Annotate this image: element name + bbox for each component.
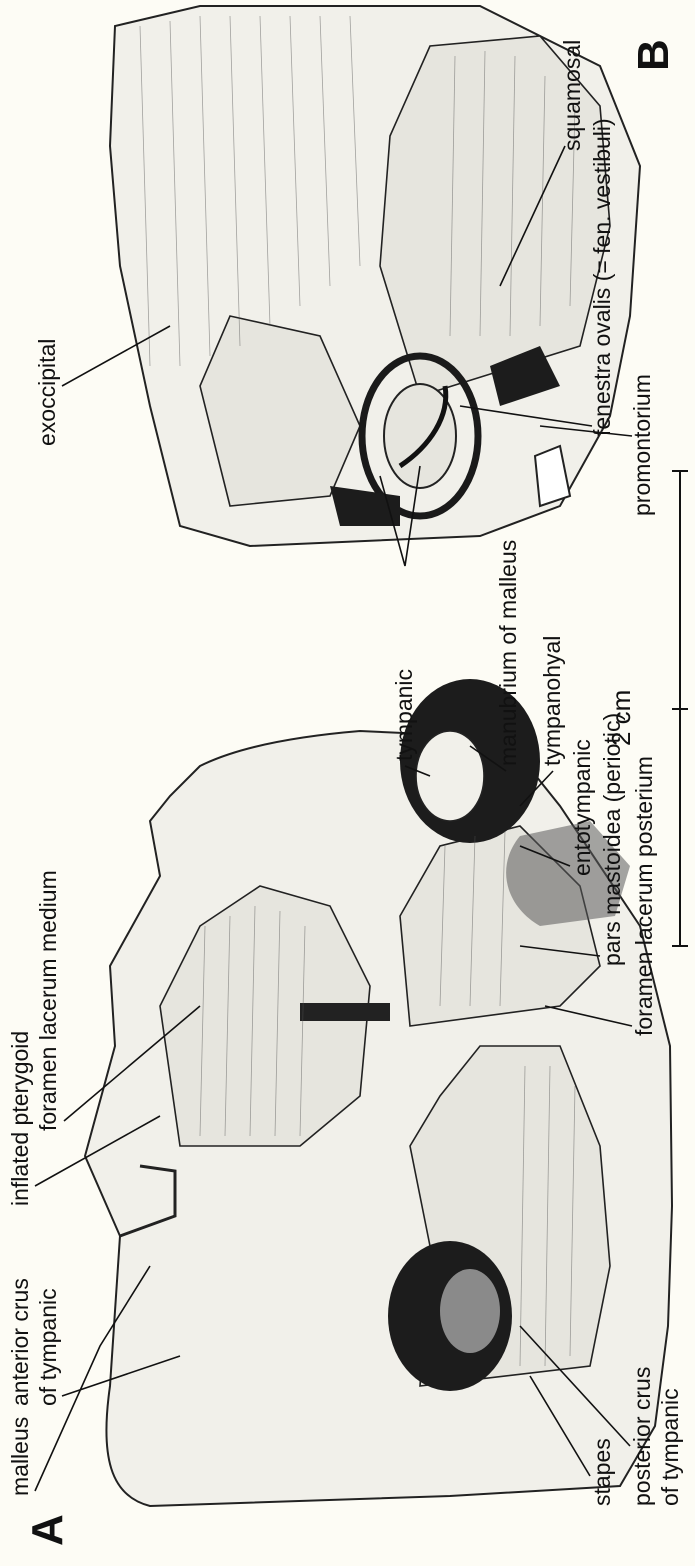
label-promontorium: promontorium — [629, 374, 655, 516]
label-anterior-crus-line1: anterior crus — [7, 1278, 33, 1406]
label-malleus: malleus — [7, 1417, 33, 1496]
label-posterior-crus-line2: of tympanic — [657, 1388, 683, 1506]
label-inflated-pterygoid: inflated pterygoid — [7, 1031, 33, 1206]
label-squamosal: squamosal — [559, 40, 585, 151]
label-posterior-crus-line1: posterior crus — [629, 1367, 655, 1506]
label-stapes: stapes — [589, 1438, 615, 1506]
label-pars-mastoidea: pars mastoidea (periotic) — [599, 713, 625, 966]
skull-a-bulla-left-inner — [440, 1269, 500, 1353]
label-fenestra-ovalis: fenestra ovalis (= fen. vestibuli) — [589, 118, 615, 436]
label-foramen-lacerum-posterium: foramen lacerum posterium — [631, 756, 657, 1036]
label-tympanohyal: tympanohyal — [539, 636, 565, 766]
label-tympanic: tympanic — [391, 669, 417, 761]
skull-a-basisphenoid-mark — [300, 1003, 390, 1021]
panel-label-b: B — [629, 39, 678, 71]
skull-a-bulla-right-inner — [416, 731, 484, 821]
label-manubrium-of-malleus: manubrium of malleus — [495, 540, 521, 766]
panel-label-a: A — [23, 1514, 72, 1546]
skull-a-drawing — [85, 386, 680, 1506]
label-exoccipital: exoccipital — [34, 339, 60, 446]
label-anterior-crus-line2: of tympanic — [35, 1288, 61, 1406]
label-foramen-lacerum-medium: foramen lacerum medium — [35, 870, 61, 1131]
label-entotympanic: entotympanic — [569, 739, 595, 876]
